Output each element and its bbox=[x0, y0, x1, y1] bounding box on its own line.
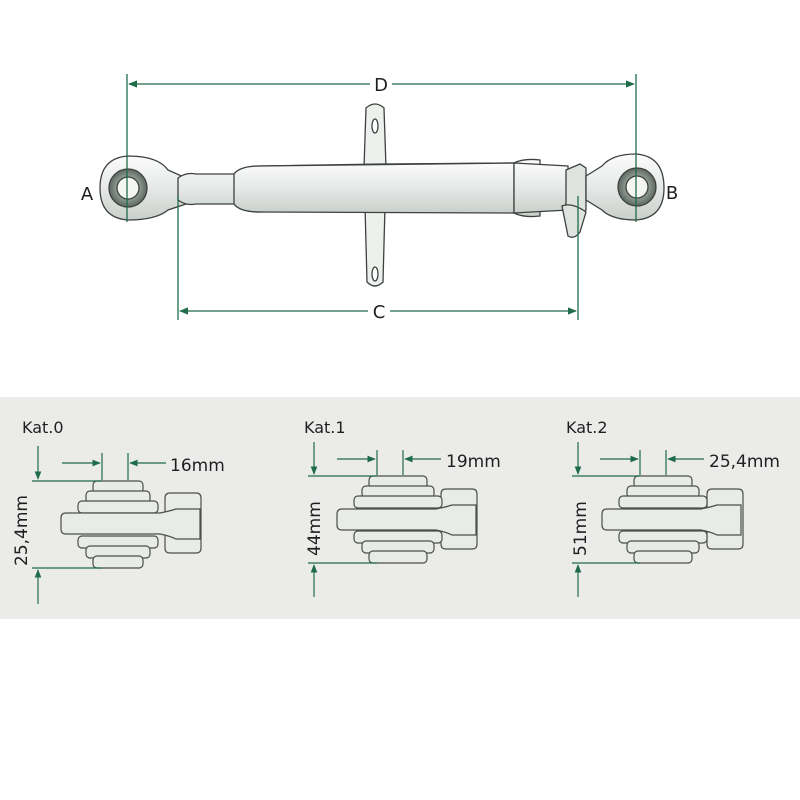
label-b: B bbox=[666, 183, 678, 204]
latch bbox=[561, 204, 587, 238]
label-d: D bbox=[374, 75, 388, 96]
category-kat2: Kat.2 25,4mm 51mm bbox=[566, 418, 780, 597]
pin-diameter-label: 16mm bbox=[170, 456, 225, 476]
category-kat0: Kat.0 16mm 25,4mm bbox=[12, 418, 225, 604]
top-link bbox=[99, 103, 665, 287]
width-label: 44mm bbox=[305, 501, 325, 556]
pin-diameter-label: 19mm bbox=[446, 452, 501, 472]
category-name: Kat.2 bbox=[566, 418, 608, 437]
width-label: 51mm bbox=[571, 501, 591, 556]
pin-diameter-label: 25,4mm bbox=[709, 452, 780, 472]
width-label: 25,4mm bbox=[12, 495, 32, 566]
category-name: Kat.0 bbox=[22, 418, 64, 437]
label-a: A bbox=[81, 184, 94, 205]
main-tube bbox=[233, 162, 515, 214]
category-kat1: Kat.1 19mm 44mm bbox=[304, 418, 501, 597]
category-name: Kat.1 bbox=[304, 418, 346, 437]
label-c: C bbox=[373, 302, 386, 323]
